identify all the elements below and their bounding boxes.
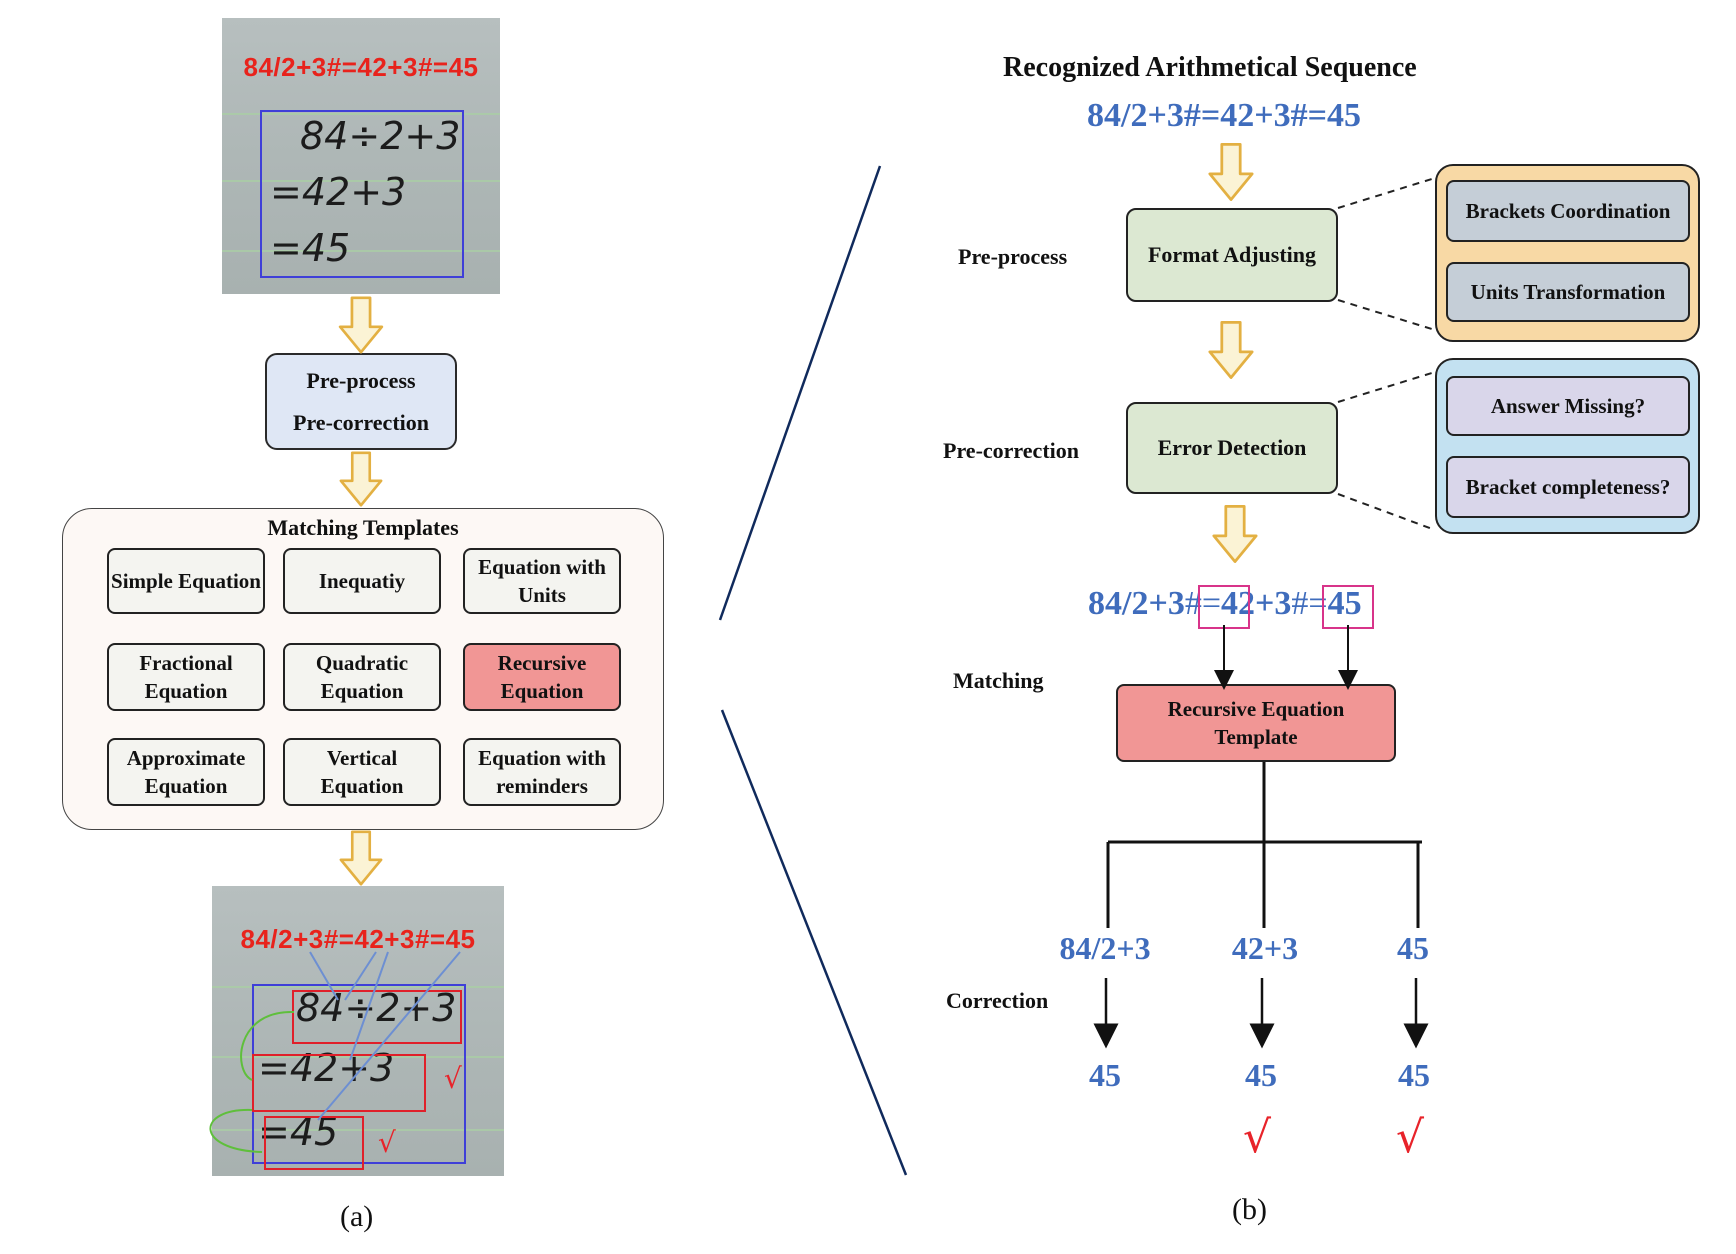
correction-arrows (1093, 978, 1429, 1049)
flow-arrow-b3 (1212, 504, 1258, 564)
bottom-photo: 84/2+3#=42+3#=45 84÷2+3 =42+3 =45 √ √ (212, 886, 504, 1176)
stage-precorrection: Pre-correction (943, 438, 1079, 463)
branch-1: 84/2+3 (1059, 930, 1151, 966)
precorrection-label: Pre-correction (293, 409, 429, 435)
flow-arrow-a3 (339, 830, 383, 886)
result-check-3: √ (1396, 1112, 1425, 1163)
format-adjusting-box: Format Adjusting (1126, 208, 1338, 302)
hash-marker-2 (1322, 585, 1374, 629)
zoom-line-bottom (720, 709, 908, 1176)
seq-part-3: 45 (1327, 585, 1362, 622)
red-box-line-3 (264, 1116, 364, 1170)
zoom-line-top (718, 165, 882, 621)
sequence-title: Recognized Arithmetical Sequence (1003, 52, 1417, 83)
caption-b: (b) (1232, 1193, 1267, 1226)
template-equation-with-reminders: Equation with reminders (463, 738, 621, 806)
flow-arrow-a1 (338, 296, 384, 354)
units-transformation: Units Transformation (1446, 262, 1690, 322)
hw-line-2: =42+3 (270, 170, 407, 214)
top-photo-recognized-text: 84/2+3#=42+3#=45 (243, 52, 479, 82)
top-photo-frame (260, 110, 464, 278)
stage-correction: Correction (946, 988, 1049, 1013)
error-detection-box: Error Detection (1126, 402, 1338, 494)
result-1: 45 (1089, 1057, 1121, 1093)
check-mark-1: √ (444, 1062, 462, 1095)
template-fractional-equation: Fractional Equation (107, 643, 265, 711)
bracket-completeness: Bracket completeness? (1446, 456, 1690, 518)
seq-hash-2: #= (1291, 585, 1328, 622)
caption-a: (a) (340, 1200, 374, 1233)
flow-arrow-a2 (339, 451, 383, 507)
result-check-2: √ (1243, 1112, 1272, 1163)
flow-arrow-b1 (1208, 142, 1254, 202)
template-quadratic-equation: Quadratic Equation (283, 643, 441, 711)
result-2: 45 (1245, 1057, 1277, 1093)
template-equation-with-units: Equation with Units (463, 548, 621, 614)
seq-part-2: 42+3 (1221, 585, 1292, 622)
preprocess-label: Pre-process (306, 367, 416, 393)
result-3: 45 (1398, 1057, 1430, 1093)
hash-marker-1 (1198, 585, 1250, 629)
recursive-equation-template: Recursive Equation Template (1116, 684, 1396, 762)
top-photo: 84/2+3#=42+3#=45 84÷2+3 =42+3 =45 (222, 18, 500, 294)
stage-preprocess: Pre-process (958, 244, 1068, 269)
red-box-line-2 (252, 1054, 426, 1112)
matching-templates-title: Matching Templates (267, 515, 459, 540)
branch-2: 42+3 (1231, 930, 1299, 966)
template-vertical-equation: Vertical Equation (283, 738, 441, 806)
hw-line-3: =45 (270, 226, 351, 270)
recognized-sequence: 84/2+3#=42+3#=45 (1087, 97, 1361, 134)
seq-hash-1: #= (1184, 585, 1222, 622)
answer-missing: Answer Missing? (1446, 376, 1690, 436)
template-inequality: Inequatiy (283, 548, 441, 614)
stage-matching: Matching (953, 668, 1044, 693)
marked-sequence: 84/2+3#=42+3#=45 (1088, 585, 1362, 623)
template-simple-equation: Simple Equation (107, 548, 265, 614)
flow-arrow-b2 (1208, 320, 1254, 380)
template-recursive-equation: Recursive Equation (463, 643, 621, 711)
seq-part-1: 84/2+3 (1088, 585, 1185, 622)
hw-line-1: 84÷2+3 (300, 114, 461, 158)
dashed-connectors (1337, 177, 1436, 531)
branch-3: 45 (1397, 930, 1429, 966)
red-box-line-1 (292, 990, 462, 1044)
brackets-coordination: Brackets Coordination (1446, 180, 1690, 242)
branch-tree (1106, 762, 1422, 928)
template-approximate-equation: Approximate Equation (107, 738, 265, 806)
preprocess-precorrection-box: Pre-process Pre-correction (265, 353, 457, 450)
bottom-photo-recognized-text: 84/2+3#=42+3#=45 (240, 924, 476, 954)
check-mark-2: √ (378, 1126, 396, 1159)
